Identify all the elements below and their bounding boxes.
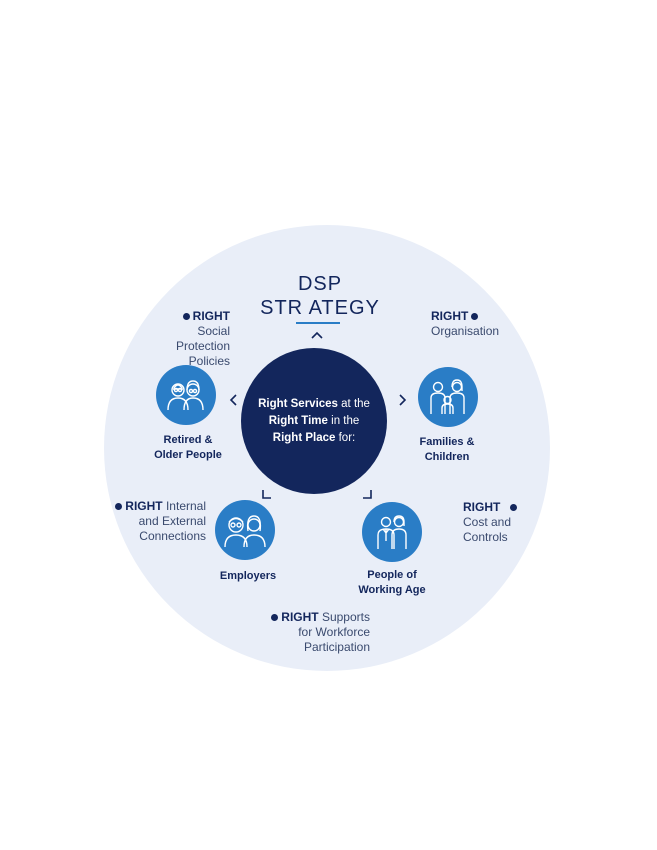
title-underline (296, 322, 340, 324)
right-internal-l2: and External (138, 514, 206, 528)
right-keyword: RIGHT (125, 499, 163, 513)
right-cost-and-controls: RIGHT Cost and Controls (463, 500, 543, 545)
center-bold-3: Right Place (272, 431, 336, 444)
right-social-protection-policies: RIGHT Social Protection Policies (146, 309, 230, 369)
center-bold-1: Right Services (258, 397, 338, 410)
right-keyword: RIGHT (281, 610, 319, 624)
right-supports-l1: Supports (318, 610, 370, 624)
center-text-1: at the (337, 397, 370, 410)
chevron-down-left-icon (262, 490, 271, 499)
right-keyword: RIGHT (431, 309, 469, 323)
right-keyword: RIGHT (192, 309, 230, 323)
right-internal-l3: Connections (139, 529, 206, 543)
families-children-circle (418, 367, 478, 427)
working-age-circle (362, 502, 422, 562)
group-label-working-age-line2: Working Age (358, 584, 426, 596)
chevron-right-icon (399, 394, 407, 406)
bullet-dot (471, 313, 479, 321)
group-label-retired: Retired & Older People (133, 433, 243, 463)
title-line-2: STR ATEGY (260, 297, 380, 319)
right-organisation: RIGHT Organisation (431, 309, 521, 339)
bullet-dot (182, 313, 190, 321)
right-supports-workforce-participation: RIGHT Supports for Workforce Participati… (264, 610, 370, 655)
group-label-retired-line2: Older People (154, 449, 222, 461)
center-bold-2: Right Time (268, 414, 328, 427)
group-label-families-line1: Families & (419, 436, 475, 448)
right-social-l2: Protection (175, 339, 230, 353)
group-label-employers-line1: Employers (219, 570, 277, 582)
chevron-up-icon (311, 331, 323, 339)
bullet-dot (510, 504, 518, 512)
bullet-dot (271, 614, 279, 622)
chevron-left-icon (229, 394, 237, 406)
right-internal-external-connections: RIGHT Internal and External Connections (106, 499, 206, 544)
employers-circle (215, 500, 275, 560)
chevron-down-right-icon (363, 490, 372, 499)
group-label-working-age: People of Working Age (337, 568, 447, 598)
group-label-families-line2: Children (424, 451, 470, 463)
right-organisation-l1: Organisation (431, 324, 500, 338)
group-label-working-age-line1: People of (367, 569, 417, 581)
center-text-3: for: (335, 431, 356, 444)
retired-older-people-circle (156, 365, 216, 425)
center-text-2: in the (327, 414, 360, 427)
working-age-people-icon (377, 515, 407, 549)
family-icon (430, 379, 465, 414)
right-cost-l2: Controls (463, 530, 508, 544)
center-circle: Right Services at the Right Time in the … (241, 348, 387, 494)
right-internal-l1: Internal (162, 499, 206, 513)
employers-icon (224, 515, 266, 548)
right-keyword: RIGHT (463, 500, 501, 514)
group-label-employers: Employers (193, 569, 303, 584)
right-social-l3: Policies (188, 354, 230, 368)
right-social-l1: Social (197, 324, 230, 338)
group-label-families: Families & Children (392, 435, 502, 465)
bullet-dot (115, 503, 123, 511)
title-line-1: DSP (297, 273, 343, 295)
right-supports-l2: for Workforce (298, 625, 370, 639)
center-text: Right Services at the Right Time in the … (254, 396, 374, 447)
right-cost-l1: Cost and (463, 515, 512, 529)
elderly-couple-icon (167, 380, 204, 411)
right-supports-l3: Participation (303, 640, 370, 654)
group-label-retired-line1: Retired & (163, 434, 213, 446)
